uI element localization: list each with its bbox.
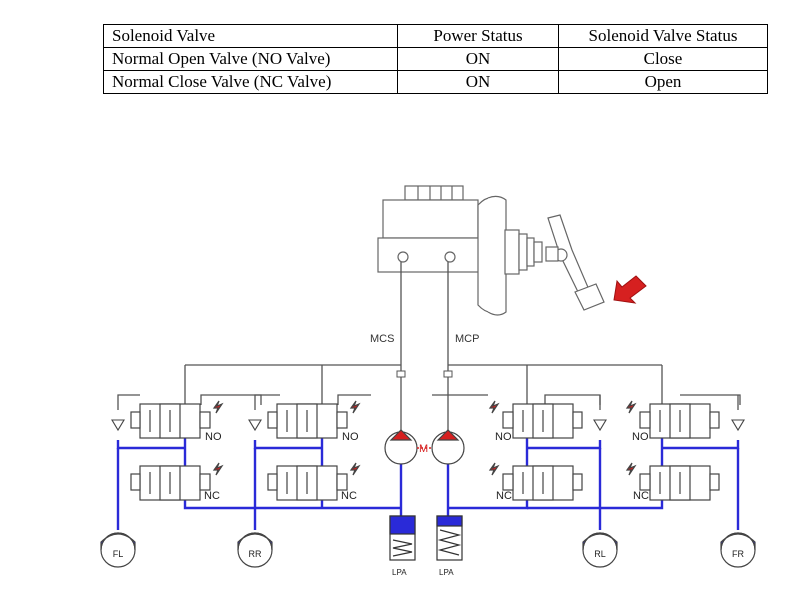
brake-booster-icon [477,195,543,316]
motor-icon: M [417,443,432,455]
valve-rr-nc [267,462,360,501]
wheel-fr-label: FR [732,549,744,559]
brake-pedal-icon [545,214,605,311]
pump-icon [384,429,465,465]
upper-piping [117,262,741,437]
nc-label-rl: NC [496,490,512,502]
mcp-label: MCP [455,333,479,345]
valve-rl-nc [489,462,583,501]
row-nc-valve-power: ON [397,70,559,94]
row-nc-valve-status: Open [558,70,768,94]
header-solenoid-valve: Solenoid Valve [103,24,398,48]
wheel-circle-icon [100,532,756,568]
valve-fr-no [626,400,720,439]
motor-label: M [419,443,428,455]
table-row: Normal Close Valve (NC Valve) ON Open [103,70,768,94]
nc-label-fr: NC [633,490,649,502]
accumulator-icon [389,515,463,561]
line-joints [396,370,453,378]
valve-rr-no [267,400,360,439]
lpa-label-right: LPA [439,568,454,577]
pedal-force-arrow-icon [613,275,647,304]
valve-rl-no [489,400,583,439]
mcs-label: MCS [370,333,394,345]
row-no-valve-name: Normal Open Valve (NO Valve) [103,47,398,71]
wheel-fl-label: FL [113,549,124,559]
table-header-row: Solenoid Valve Power Status Solenoid Val… [103,24,768,48]
valve-fl-no [130,400,223,439]
check-valve-icon [111,419,745,432]
wheel-rl-label: RL [594,549,606,559]
wheel-rr-label: RR [249,549,262,559]
row-no-valve-status: Close [558,47,768,71]
valve-fr-nc [626,462,720,501]
valve-status-table: Solenoid Valve Power Status Solenoid Val… [103,24,768,94]
table-row: Normal Open Valve (NO Valve) ON Close [103,47,768,71]
no-label-fl: NO [205,431,222,443]
row-nc-valve-name: Normal Close Valve (NC Valve) [103,70,398,94]
nc-label-rr: NC [341,490,357,502]
no-label-rl: NO [495,431,512,443]
no-label-fr: NO [632,431,649,443]
no-label-rr: NO [342,431,359,443]
lpa-label-left: LPA [392,568,407,577]
header-power-status: Power Status [397,24,559,48]
master-cylinder-icon [377,185,489,273]
valve-fl-nc [130,462,223,501]
nc-label-fl: NC [204,490,220,502]
